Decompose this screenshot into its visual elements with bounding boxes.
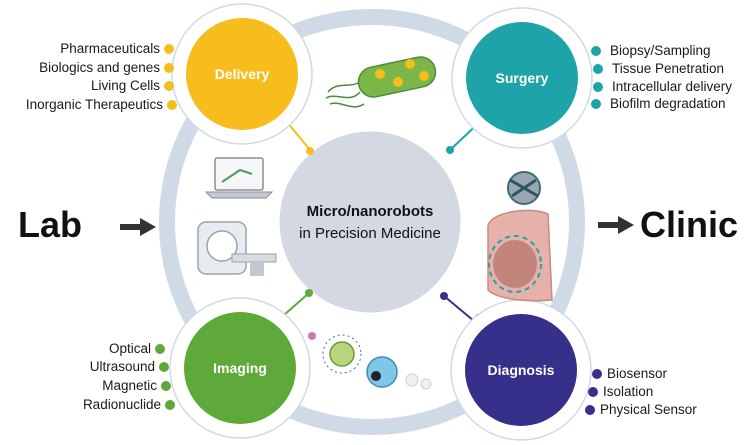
- imaging-item: Ultrasound: [89, 359, 155, 374]
- delivery-item: Inorganic Therapeutics: [25, 97, 163, 112]
- imaging-item: Optical: [108, 341, 151, 356]
- delivery-module: [171, 3, 313, 145]
- lab-arrow-icon: [120, 218, 156, 236]
- mri-scanner-icon: [197, 221, 277, 276]
- surgery-item: Biofilm degradation: [610, 96, 726, 111]
- outer-ring: [159, 9, 585, 435]
- surgery-item: Biopsy/Sampling: [610, 43, 711, 58]
- imaging-title: Imaging: [213, 360, 267, 376]
- surgery-module: [451, 7, 593, 149]
- diagnosis-connector-dot: [440, 292, 448, 300]
- delivery-title: Delivery: [215, 66, 270, 82]
- nanoparticle-icon: [308, 332, 432, 390]
- robot-cluster-icon: [507, 171, 541, 205]
- surgery-connector-dot: [446, 146, 454, 154]
- imaging-module: [169, 297, 311, 439]
- diagnosis-title: Diagnosis: [488, 362, 555, 378]
- colon-tissue-icon: [487, 209, 553, 302]
- bacteria-robot-icon: [325, 56, 437, 108]
- delivery-item: Living Cells: [90, 78, 160, 93]
- delivery-connector-dot: [306, 147, 314, 155]
- clinic-label: Clinic: [640, 204, 739, 245]
- surgery-title: Surgery: [496, 70, 549, 86]
- clinic-arrow-icon: [598, 216, 634, 234]
- surgery-item: Intracellular delivery: [612, 79, 733, 94]
- delivery-bullets: [164, 44, 177, 110]
- diagnosis-module: [450, 299, 592, 441]
- diagnosis-item: Biosensor: [607, 366, 668, 381]
- lab-label: Lab: [18, 204, 83, 245]
- delivery-item: Pharmaceuticals: [60, 41, 160, 56]
- diagnosis-item: Isolation: [603, 384, 654, 399]
- laptop-icon: [204, 157, 274, 199]
- diagnosis-item: Physical Sensor: [600, 402, 697, 417]
- center-circle: [276, 128, 464, 316]
- imaging-connector-dot: [305, 289, 313, 297]
- diagnosis-bullets: [585, 369, 602, 415]
- center-subtitle: in Precision Medicine: [299, 225, 441, 242]
- surgery-bullets: [591, 46, 603, 109]
- imaging-item: Radionuclide: [82, 397, 161, 412]
- delivery-item: Biologics and genes: [39, 60, 160, 75]
- center-title: Micro/nanorobots: [307, 203, 434, 220]
- imaging-bullets: [155, 344, 175, 410]
- imaging-item: Magnetic: [102, 378, 157, 393]
- surgery-item: Tissue Penetration: [612, 61, 725, 76]
